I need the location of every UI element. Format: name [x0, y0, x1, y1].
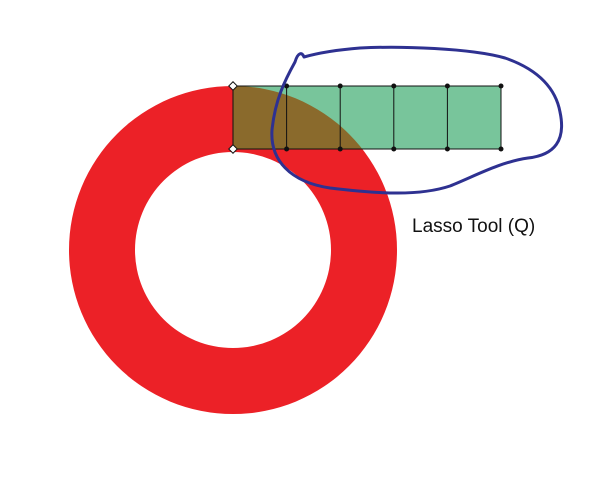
anchor-point[interactable]	[284, 83, 290, 89]
anchor-points	[228, 81, 504, 154]
anchor-point[interactable]	[498, 146, 504, 152]
anchor-point[interactable]	[498, 83, 504, 89]
anchor-point[interactable]	[444, 146, 450, 152]
grid-cell[interactable]	[393, 86, 448, 149]
cell-grid-lines	[232, 85, 502, 150]
anchor-point[interactable]	[228, 81, 238, 91]
anchor-point[interactable]	[337, 83, 343, 89]
anchor-point[interactable]	[391, 83, 397, 89]
lasso-selection-path	[270, 45, 563, 195]
anchor-point[interactable]	[284, 146, 290, 152]
anchor-point[interactable]	[391, 146, 397, 152]
red-ring[interactable]	[68, 85, 397, 415]
anchor-point[interactable]	[337, 146, 343, 152]
grid-cell[interactable]	[447, 86, 501, 149]
anchor-point[interactable]	[228, 144, 238, 154]
anchor-point[interactable]	[444, 83, 450, 89]
strip-outline	[232, 85, 502, 150]
lasso-tool-label: Lasso Tool (Q)	[412, 216, 535, 237]
